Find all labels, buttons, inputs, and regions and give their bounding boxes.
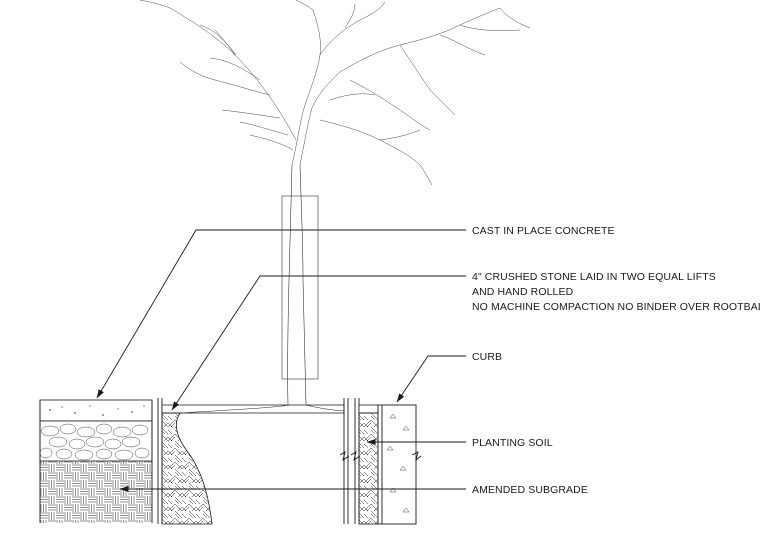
left-pavement-section	[39, 399, 153, 523]
tree-canopy	[139, 0, 531, 186]
leader-concrete	[96, 229, 466, 399]
tree-trunk	[287, 164, 307, 406]
callout-labels: CAST IN PLACE CONCRETE 4" CRUSHED STONE …	[472, 225, 760, 496]
concrete-wall	[157, 398, 163, 524]
trunk-guard	[281, 195, 319, 380]
label-concrete: CAST IN PLACE CONCRETE	[472, 225, 615, 237]
leader-curb	[396, 355, 466, 403]
leader-lines	[96, 229, 466, 492]
label-stone-line-2: AND HAND ROLLED	[472, 286, 574, 298]
right-section	[339, 398, 422, 525]
label-amended-subgrade: AMENDED SUBGRADE	[472, 484, 588, 496]
label-stone-line-1: 4" CRUSHED STONE LAID IN TWO EQUAL LIFTS	[472, 271, 716, 283]
label-planting-soil: PLANTING SOIL	[472, 437, 553, 449]
label-stone-line-3: NO MACHINE COMPACTION NO BINDER OVER ROO…	[472, 301, 760, 313]
curb	[377, 404, 417, 525]
leader-stone	[171, 275, 466, 411]
crushed-stone-layer	[161, 404, 345, 525]
label-curb: CURB	[472, 351, 502, 363]
